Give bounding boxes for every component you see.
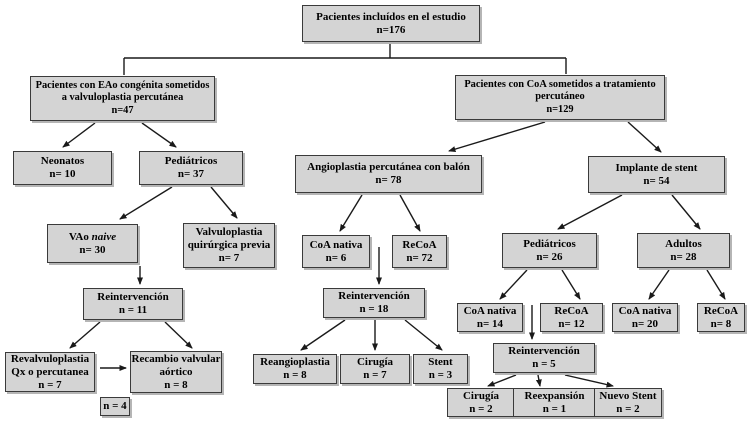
node-count: n= 78 — [375, 174, 402, 186]
node-label: Qx o percutanea — [11, 365, 89, 378]
node-count: n= 72 — [406, 251, 433, 264]
node-reintervencion-izq: Reintervención n = 11 — [83, 288, 183, 320]
node-label: percutáneo — [535, 91, 585, 103]
node-count: n= 6 — [325, 251, 347, 264]
node-label: Neonatos — [40, 155, 85, 167]
node-pediatricos-der: Pediátricos n= 26 — [502, 233, 597, 268]
node-vao-naive: VAo naive n= 30 — [47, 224, 138, 263]
node-count: n= 8 — [710, 317, 732, 330]
node-recambio-valvular: Recambio valvular aórtico n = 8 — [130, 351, 222, 393]
node-cirugia-mid: Cirugía n = 7 — [340, 354, 410, 384]
node-label: Reexpansión — [524, 389, 585, 402]
node-coa-nativa-balon: CoA nativa n= 6 — [302, 235, 370, 268]
node-count: n= 26 — [536, 250, 563, 263]
node-label: CoA nativa — [463, 304, 517, 317]
node-pacientes-incluidos: Pacientes incluídos en el estudio n=176 — [302, 5, 480, 42]
node-recoa-ped: ReCoA n= 12 — [540, 303, 603, 332]
node-n4: n = 4 — [100, 397, 130, 416]
node-label: CoA nativa — [309, 238, 363, 251]
node-count: n= 30 — [79, 243, 106, 256]
node-count: n = 5 — [532, 358, 556, 370]
node-reexpansion: Reexpansión n = 1 — [513, 388, 596, 417]
node-count: n = 3 — [428, 369, 453, 381]
node-label: a valvuloplastia percutánea — [61, 92, 184, 104]
node-count: n=129 — [546, 103, 574, 115]
node-count: n= 54 — [643, 174, 670, 187]
node-label: Implante de stent — [615, 161, 698, 174]
node-adultos: Adultos n= 28 — [637, 233, 730, 268]
node-count: n= 14 — [476, 317, 504, 330]
node-label: ReCoA — [554, 304, 589, 317]
node-label: Reangioplastia — [260, 356, 330, 368]
node-revalvuloplastia: Revalvuloplastia Qx o percutanea n = 7 — [5, 352, 95, 392]
node-count: n = 8 — [164, 378, 188, 391]
node-label-text: VAo — [68, 230, 89, 243]
node-count: n= 20 — [631, 317, 659, 330]
node-label: Cirugía — [356, 356, 394, 368]
node-count: n = 8 — [283, 369, 307, 381]
node-count: n = 2 — [616, 402, 640, 415]
node-label: Recambio valvular — [131, 352, 221, 365]
node-label: Pacientes con CoA sometidos a tratamient… — [464, 78, 656, 90]
node-valvuloplastia-previa: Valvuloplastia quirúrgica previa n= 7 — [183, 223, 275, 268]
node-label: Reintervención — [338, 290, 410, 302]
node-count: n = 4 — [103, 400, 127, 412]
node-count: n = 7 — [38, 378, 62, 391]
node-cirugia-der: Cirugía n = 2 — [447, 388, 515, 417]
node-label: CoA nativa — [618, 304, 672, 317]
node-label: Angioplastia percutánea con balón — [307, 161, 470, 173]
node-eao-valvuloplastia: Pacientes con EAo congénita sometidos a … — [30, 76, 215, 121]
node-recoa-balon: ReCoA n= 72 — [392, 235, 447, 268]
node-label: Pacientes con EAo congénita sometidos — [35, 79, 210, 91]
node-count: n = 7 — [363, 369, 387, 381]
node-count: n=47 — [111, 104, 134, 116]
node-coa-nativa-adu: CoA nativa n= 20 — [612, 303, 678, 332]
node-coa-nativa-ped: CoA nativa n= 14 — [457, 303, 523, 332]
node-label: Adultos — [665, 237, 702, 250]
node-stent-mid: Stent n = 3 — [413, 354, 468, 384]
node-label: aórtico — [159, 365, 193, 378]
node-label: Pediátricos — [523, 237, 576, 250]
node-count: n= 10 — [49, 168, 76, 180]
node-neonatos: Neonatos n= 10 — [13, 151, 112, 185]
node-implante-stent: Implante de stent n= 54 — [588, 156, 725, 193]
node-label: Stent — [428, 356, 453, 368]
node-label: ReCoA — [402, 238, 437, 251]
node-count: n= 7 — [218, 252, 240, 264]
node-count: n = 1 — [542, 402, 567, 415]
node-reangioplastia: Reangioplastia n = 8 — [253, 354, 337, 384]
node-label: Reintervención — [97, 291, 169, 303]
node-angioplastia-balon: Angioplastia percutánea con balón n= 78 — [295, 155, 482, 193]
node-label: VAo naive — [69, 231, 116, 244]
node-coa-tratamiento: Pacientes con CoA sometidos a tratamient… — [455, 75, 665, 120]
node-label: Reintervención — [508, 345, 580, 357]
node-label: Pacientes incluídos en el estudio — [316, 10, 466, 23]
node-reintervencion-mid: Reintervención n = 18 — [323, 288, 425, 318]
node-count: n = 18 — [359, 303, 389, 315]
node-label-italic: naive — [91, 230, 117, 243]
node-count: n= 28 — [670, 250, 697, 263]
node-count: n= 37 — [177, 168, 205, 180]
node-recoa-adu: ReCoA n= 8 — [697, 303, 745, 332]
node-count: n = 11 — [118, 304, 148, 316]
node-label: ReCoA — [703, 304, 739, 317]
node-pediatricos-izq: Pediátricos n= 37 — [139, 151, 243, 185]
node-count: n= 12 — [558, 317, 585, 330]
node-label: Nuevo Stent — [599, 389, 657, 402]
node-label: Valvuloplastia — [195, 226, 263, 238]
node-count: n=176 — [376, 23, 406, 36]
node-nuevo-stent: Nuevo Stent n = 2 — [594, 388, 662, 417]
node-label: Pediátricos — [164, 155, 218, 167]
node-count: n = 2 — [469, 402, 493, 415]
node-label: Revalvuloplastia — [10, 352, 90, 365]
node-label: quirúrgica previa — [187, 239, 271, 251]
node-reintervencion-der: Reintervención n = 5 — [493, 343, 595, 373]
node-label: Cirugía — [462, 389, 500, 402]
